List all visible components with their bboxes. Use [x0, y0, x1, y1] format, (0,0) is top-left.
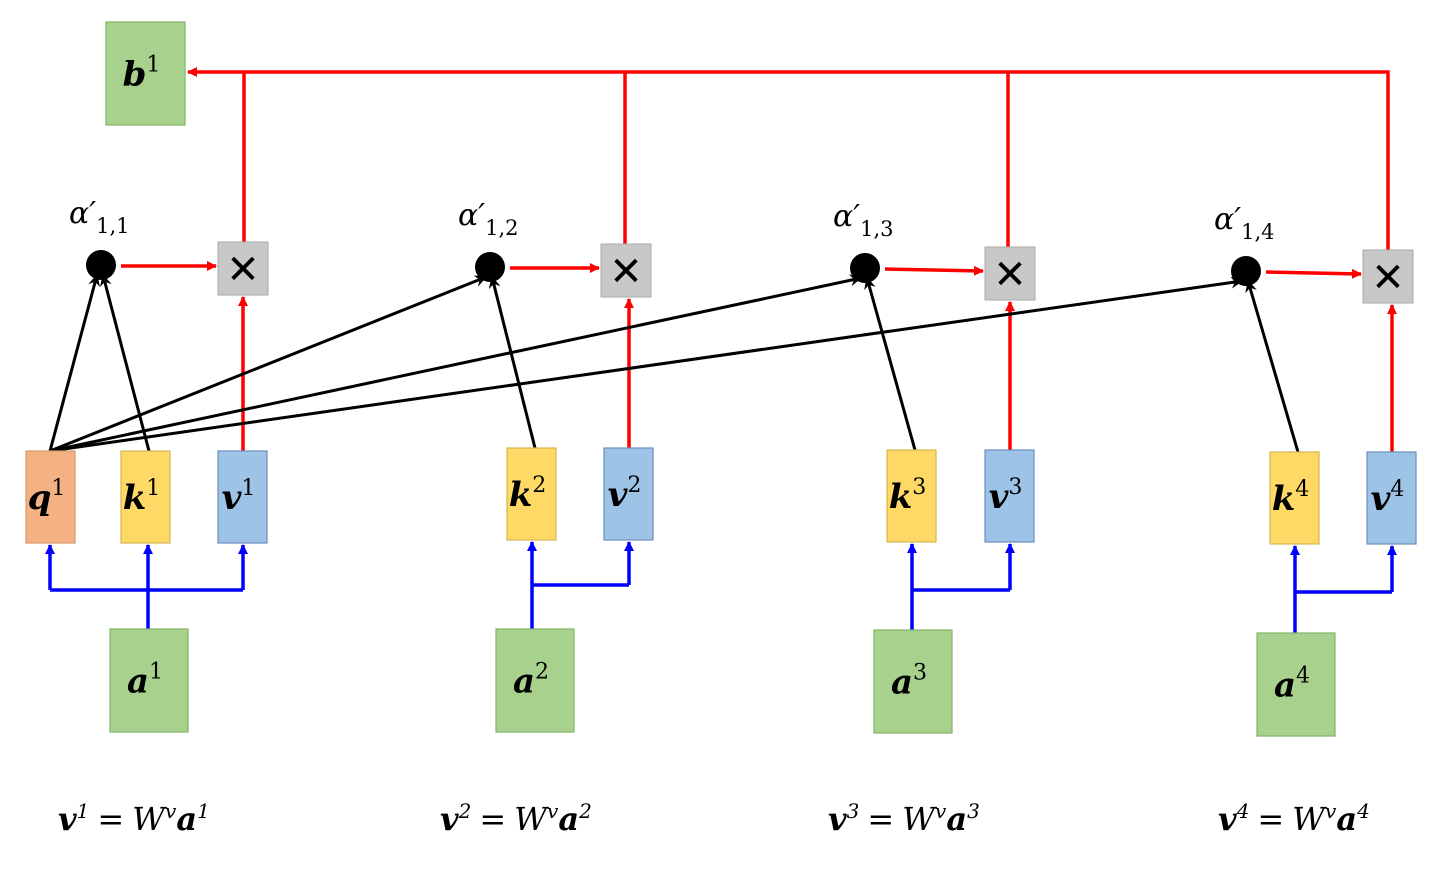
multiply-node-4: ✕ [1362, 249, 1414, 304]
q1-to-alpha-4 [49, 276, 1243, 453]
input-a2: a2 [495, 628, 575, 733]
value-v2-rect [603, 447, 654, 541]
value-v4-rect [1366, 451, 1417, 545]
k2-to-alpha-2 [488, 276, 537, 449]
q1-to-alpha-1 [48, 274, 100, 452]
key-k1: k1 [120, 450, 171, 544]
key-k1-rect [120, 450, 171, 544]
key-k2-label: k2 [509, 472, 547, 515]
q1-to-alpha-2 [49, 275, 487, 453]
multiply-icon: ✕ [1371, 255, 1405, 301]
input-a3-rect [873, 629, 953, 734]
multiply-box [984, 246, 1036, 301]
k3-to-alpha-3 [864, 277, 917, 451]
value-v4: v4 [1366, 451, 1417, 545]
k4-to-alpha-4 [1245, 280, 1300, 453]
key-k4-label: k4 [1272, 476, 1310, 519]
input-a3-label: a3 [891, 660, 927, 703]
output-b1-rect [105, 21, 186, 126]
k1-to-alpha-1 [99, 274, 151, 452]
multiply-icon: ✕ [993, 252, 1027, 298]
value-formula-2: v2=Wva2 [440, 799, 592, 838]
query-q1: q1 [25, 450, 76, 544]
input-a2-rect [495, 628, 575, 733]
attention-score-1 [86, 250, 116, 280]
input-a3: a3 [873, 629, 953, 734]
value-v1-label: v1 [222, 475, 256, 518]
input-a4: a4 [1256, 632, 1336, 737]
attention-score-3 [850, 253, 880, 283]
value-v3-label: v3 [989, 474, 1023, 517]
alpha-label-1: α′1,1 [69, 196, 129, 238]
multiply-node-1: ✕ [217, 241, 269, 296]
input-a2-label: a2 [513, 659, 549, 702]
value-formula-3: v3=Wva3 [828, 799, 980, 838]
value-v1: v1 [217, 450, 268, 544]
key-k4: k4 [1269, 451, 1320, 545]
value-v4-label: v4 [1371, 476, 1405, 519]
multiply-node-2: ✕ [600, 243, 652, 298]
alpha-label-3: α′1,3 [833, 199, 893, 241]
query-q1-rect [25, 450, 76, 544]
key-k2: k2 [506, 447, 557, 541]
alpha-to-multiply-3 [884, 265, 984, 276]
alpha-label-2: α′1,2 [458, 198, 518, 240]
key-k3-label: k3 [889, 474, 927, 517]
key-k1-label: k1 [123, 475, 161, 518]
query-q1-label: q1 [28, 475, 66, 518]
key-k3: k3 [886, 449, 937, 543]
multiply-icon: ✕ [609, 249, 643, 295]
value-v3-rect [984, 449, 1035, 543]
key-k3-rect [886, 449, 937, 543]
multiply-icon: ✕ [226, 247, 260, 293]
value-v3: v3 [984, 449, 1035, 543]
multiply-node-3: ✕ [984, 246, 1036, 301]
sum-arrow-4 [187, 67, 1390, 250]
multiply-box [217, 241, 269, 296]
input-a4-label: a4 [1274, 663, 1310, 706]
alpha-label-4: α′1,4 [1214, 202, 1274, 244]
q1-to-alpha-3 [49, 274, 862, 453]
value-formula-1: v1=Wva1 [58, 799, 210, 838]
input-a1-label: a1 [127, 659, 163, 702]
output-b1-label: b1 [123, 52, 161, 95]
key-k4-rect [1269, 451, 1320, 545]
input-a1: a1 [109, 628, 189, 733]
attention-score-2 [475, 252, 505, 282]
key-k2-rect [506, 447, 557, 541]
value-v1-rect [217, 450, 268, 544]
alpha-to-multiply-4 [1265, 268, 1362, 279]
multiply-box [1362, 249, 1414, 304]
input-a1-rect [109, 628, 189, 733]
value-formula-4: v4=Wva4 [1218, 799, 1370, 838]
value-v2: v2 [603, 447, 654, 541]
value-v2-label: v2 [608, 472, 642, 515]
multiply-box [600, 243, 652, 298]
attention-score-4 [1231, 256, 1261, 286]
output-b1: b1 [105, 21, 186, 126]
input-a4-rect [1256, 632, 1336, 737]
